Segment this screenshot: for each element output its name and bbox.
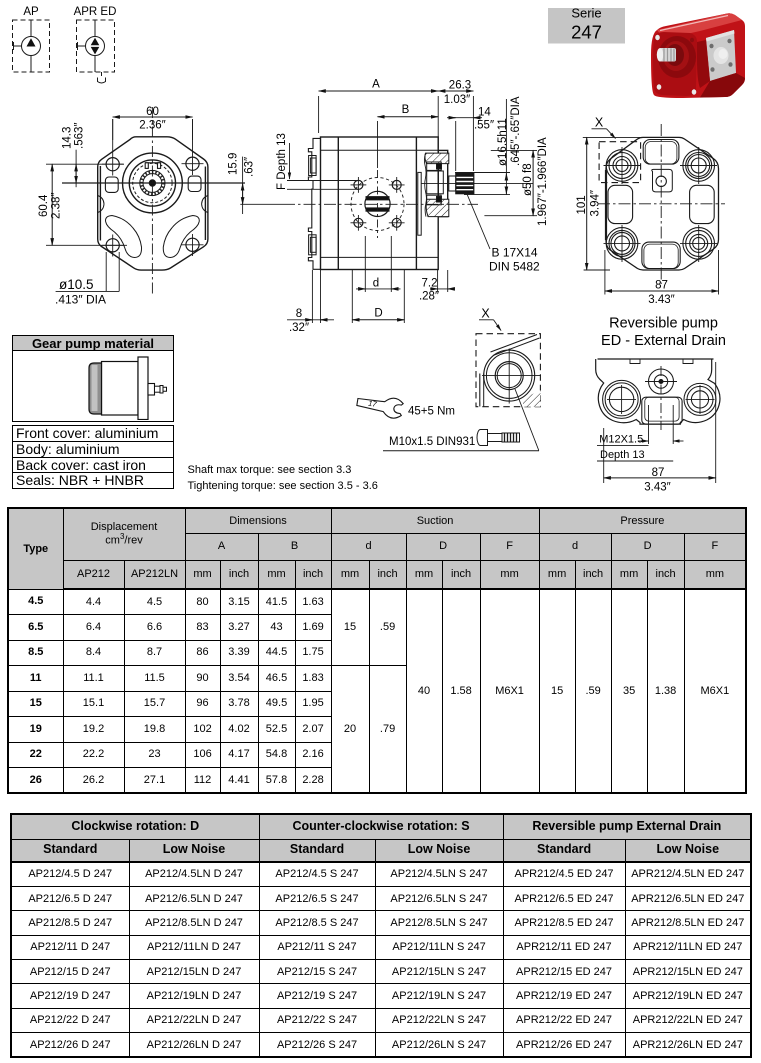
svg-text:60: 60 <box>146 106 159 118</box>
svg-text:3.94″: 3.94″ <box>590 190 602 216</box>
svg-text:87: 87 <box>652 467 665 479</box>
svg-text:87: 87 <box>655 280 668 292</box>
svg-text:7.2: 7.2 <box>422 278 438 290</box>
svg-text:.28″: .28″ <box>419 291 439 303</box>
svg-text:ø50 f8: ø50 f8 <box>522 163 534 196</box>
svg-text:ED - External Drain: ED - External Drain <box>601 333 726 349</box>
svg-text:.645″-.65″DIA: .645″-.65″DIA <box>510 96 522 166</box>
svg-text:AP: AP <box>23 6 39 18</box>
svg-text:3.43″: 3.43″ <box>644 482 670 494</box>
svg-text:Reversible pump: Reversible pump <box>609 316 718 332</box>
svg-text:60.4: 60.4 <box>38 194 50 217</box>
svg-text:ø16.5h11: ø16.5h11 <box>497 118 509 166</box>
svg-text:X: X <box>481 307 490 321</box>
svg-text:26.3: 26.3 <box>449 80 471 92</box>
svg-text:.55″: .55″ <box>474 120 494 132</box>
svg-text:APR ED: APR ED <box>74 6 117 18</box>
svg-text:d: d <box>373 278 379 290</box>
svg-text:15.9: 15.9 <box>228 153 240 175</box>
svg-text:101: 101 <box>576 195 588 214</box>
svg-text:Serie: Serie <box>571 6 601 21</box>
svg-text:ø10.5: ø10.5 <box>59 277 94 292</box>
svg-text:8: 8 <box>296 308 302 320</box>
svg-text:DIN 5482: DIN 5482 <box>489 260 540 274</box>
svg-text:14: 14 <box>478 107 491 119</box>
svg-text:2.38″: 2.38″ <box>51 193 63 219</box>
svg-text:.32″: .32″ <box>289 322 309 334</box>
svg-text:B 17X14: B 17X14 <box>492 246 538 260</box>
svg-text:.63″: .63″ <box>244 157 256 177</box>
svg-text:M12X1.5: M12X1.5 <box>599 434 643 446</box>
svg-text:.413″ DIA: .413″ DIA <box>55 293 106 307</box>
svg-text:45+5 Nm: 45+5 Nm <box>408 406 455 418</box>
svg-text:B: B <box>402 104 410 116</box>
svg-text:247: 247 <box>571 22 602 43</box>
svg-text:M10x1.5 DIN931: M10x1.5 DIN931 <box>389 436 475 448</box>
svg-text:A: A <box>372 79 380 91</box>
svg-text:1.967″-1.966″DIA: 1.967″-1.966″DIA <box>537 137 549 226</box>
svg-text:F Depth 13: F Depth 13 <box>276 133 288 190</box>
svg-text:14.3: 14.3 <box>62 127 74 149</box>
svg-text:.563″: .563″ <box>74 123 86 149</box>
svg-text:D: D <box>374 308 382 320</box>
svg-text:X: X <box>595 116 604 130</box>
svg-text:1.03″: 1.03″ <box>444 94 470 106</box>
svg-text:17: 17 <box>368 399 378 409</box>
svg-text:2.36″: 2.36″ <box>139 120 165 132</box>
svg-text:Depth 13: Depth 13 <box>600 449 645 461</box>
svg-text:3.43″: 3.43″ <box>648 294 674 306</box>
